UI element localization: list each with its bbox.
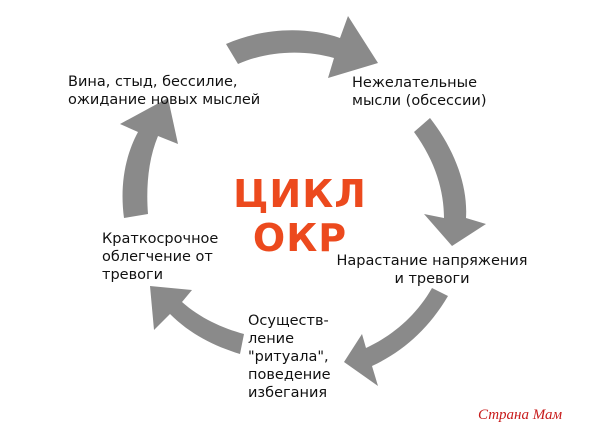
node-obsessions: Нежелательные мысли (обсессии) xyxy=(352,75,487,109)
node-guilt: Вина, стыд, бессилие, ожидание новых мыс… xyxy=(68,74,261,108)
watermark-logo: Страна Мам xyxy=(478,407,563,423)
node-relief: Краткосрочное облегчение от тревоги xyxy=(102,231,219,283)
node-anxiety: Нарастание напряжения и тревоги xyxy=(336,253,528,287)
node-ritual: Осуществ- ление "ритуала", поведение изб… xyxy=(248,313,331,401)
arrow-obsessions-to-anxiety xyxy=(414,118,486,246)
diagram-title: ЦИКЛ ОКР xyxy=(233,172,367,260)
arrow-ritual-to-relief xyxy=(150,286,244,354)
arrow-relief-to-guilt xyxy=(120,98,178,218)
arrow-guilt-to-obsessions xyxy=(226,16,378,78)
arrow-anxiety-to-ritual xyxy=(344,288,448,386)
